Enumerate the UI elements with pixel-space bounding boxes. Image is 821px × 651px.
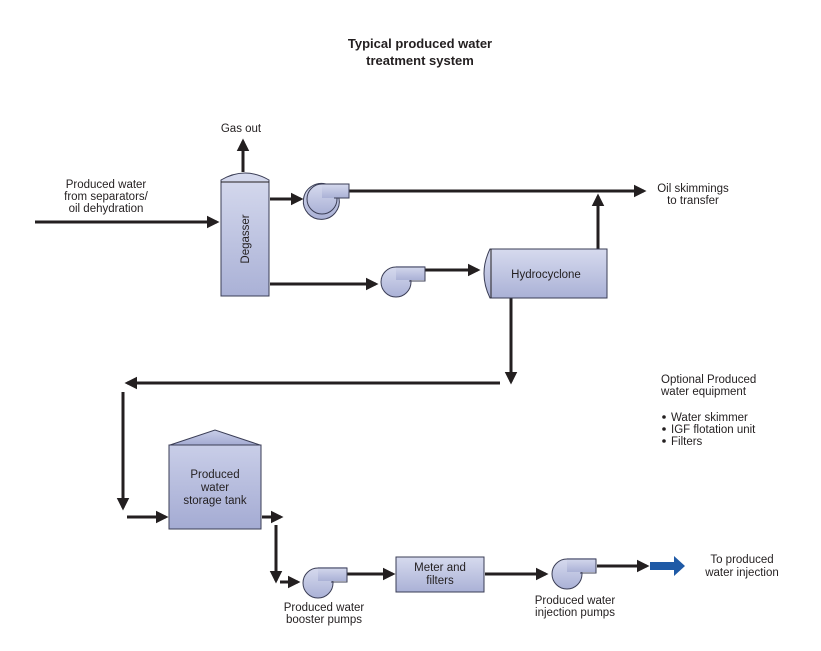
bullet-icon bbox=[662, 427, 666, 431]
optional-item-water-skimmer: Water skimmer bbox=[671, 412, 748, 424]
injection-pump-icon bbox=[551, 558, 597, 590]
water-injection-outlet-arrow-icon bbox=[650, 556, 685, 576]
inlet-label-line-1: Produced water bbox=[66, 179, 147, 191]
oil-skimmings-label-line-2: to transfer bbox=[667, 195, 719, 207]
optional-heading-line-1: Optional Produced bbox=[661, 374, 756, 386]
booster-pumps-label-line-1: Produced water bbox=[284, 602, 365, 614]
storage-tank-label-line-3: storage tank bbox=[183, 495, 247, 507]
injection-pumps-label-line-1: Produced water bbox=[535, 595, 616, 607]
to-injection-label-line-1: To produced bbox=[710, 554, 773, 566]
hydrocyclone-feed-pump-icon bbox=[380, 266, 426, 298]
optional-heading-line-2: water equipment bbox=[660, 386, 747, 398]
meter-filters-label-line-2: filters bbox=[426, 575, 454, 587]
oil-skimmings-label-line-1: Oil skimmings bbox=[657, 183, 729, 195]
hydrocyclone-label: Hydrocyclone bbox=[511, 269, 581, 281]
produced-water-storage-tank: Produced water storage tank bbox=[168, 429, 262, 530]
booster-pumps-label-line-2: booster pumps bbox=[286, 614, 362, 626]
gas-out-label: Gas out bbox=[221, 123, 262, 135]
meter-and-filters-unit: Meter and filters bbox=[395, 556, 485, 593]
bullet-icon bbox=[662, 439, 666, 443]
degasser-vessel: Degasser bbox=[220, 172, 270, 297]
bullet-icon bbox=[662, 415, 666, 419]
inlet-label-line-2: from separators/ bbox=[64, 191, 149, 203]
injection-pumps-label-line-2: injection pumps bbox=[535, 607, 615, 619]
degasser-label: Degasser bbox=[240, 214, 252, 263]
meter-filters-label-line-1: Meter and bbox=[414, 562, 466, 574]
storage-tank-label-line-2: water bbox=[200, 482, 229, 494]
inlet-label-line-3: oil dehydration bbox=[69, 203, 144, 215]
diagram-title-line-1: Typical produced water bbox=[348, 36, 492, 51]
booster-pump-icon bbox=[302, 567, 348, 599]
diagram-title-line-2: treatment system bbox=[366, 53, 474, 68]
optional-item-igf-flotation: IGF flotation unit bbox=[671, 424, 756, 436]
storage-tank-label-line-1: Produced bbox=[190, 469, 239, 481]
oil-skimmings-pump-icon bbox=[302, 182, 350, 220]
optional-item-filters: Filters bbox=[671, 436, 703, 448]
to-injection-label-line-2: water injection bbox=[704, 567, 779, 579]
hydrocyclone-vessel: Hydrocyclone bbox=[483, 248, 608, 299]
optional-equipment-note: Optional Produced water equipment Water … bbox=[660, 374, 756, 448]
